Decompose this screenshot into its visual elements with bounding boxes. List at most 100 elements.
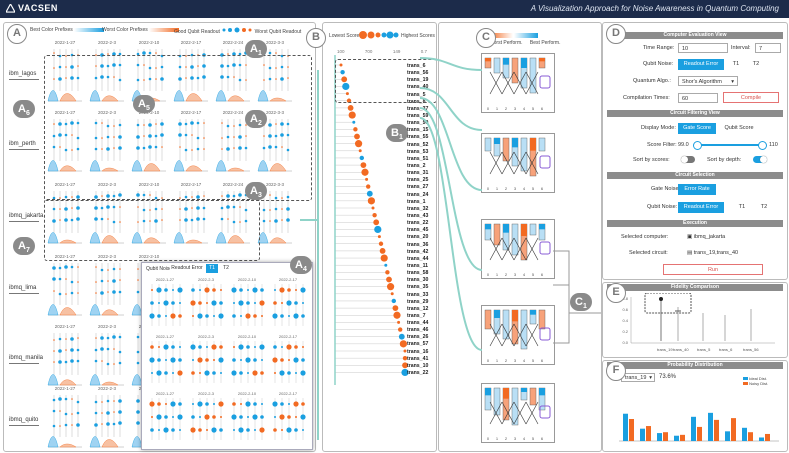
circuit-item[interactable]: trans_29: [407, 298, 429, 305]
circuit-item[interactable]: trans_22: [407, 220, 429, 227]
computer-name[interactable]: ibmq_lima: [9, 285, 37, 291]
popup-readout-error-button[interactable]: Readout Error: [170, 264, 204, 273]
t1b-button[interactable]: T1: [733, 202, 751, 213]
popup-snapshot[interactable]: 2022-2-17: [269, 334, 307, 388]
popup-t2-button[interactable]: T2: [220, 264, 232, 273]
t1-button[interactable]: T1: [727, 59, 745, 70]
circuit-item[interactable]: trans_35: [407, 284, 429, 291]
circuit-item[interactable]: trans_16: [407, 348, 429, 355]
circuit-item[interactable]: trans_52: [407, 141, 429, 148]
circuit-item[interactable]: trans_45: [407, 227, 429, 234]
circuit-item[interactable]: trans_40: [407, 84, 429, 91]
computer-name[interactable]: ibmq_manila: [9, 355, 44, 361]
t2-button[interactable]: T2: [747, 59, 765, 70]
popup-snapshot[interactable]: 2022-1-27: [146, 277, 184, 331]
timeline-snapshot[interactable]: 2022-2-17: [172, 182, 210, 249]
timeline-snapshot[interactable]: 2022-1-27: [46, 254, 84, 321]
popup-snapshot[interactable]: 2022-2-3: [187, 277, 225, 331]
popup-t1-button[interactable]: T1: [206, 264, 218, 273]
circuit-item[interactable]: trans_7: [407, 312, 426, 319]
popup-snapshot[interactable]: 2022-1-27: [146, 334, 184, 388]
circuit-item[interactable]: trans_41: [407, 355, 429, 362]
computer-name[interactable]: ibm_perth: [9, 141, 36, 147]
timeline-snapshot[interactable]: 2022-1-27: [46, 40, 84, 107]
popup-snapshot[interactable]: 2022-1-27: [146, 391, 184, 445]
circuit-item[interactable]: trans_42: [407, 248, 429, 255]
popup-snapshot[interactable]: 2022-2-10: [228, 277, 266, 331]
score-filter-handle-max[interactable]: [758, 141, 767, 150]
circuit-item[interactable]: trans_44: [407, 255, 429, 262]
timeline-snapshot[interactable]: 2022-3-3: [256, 40, 294, 107]
circuit-select[interactable]: trans_19▾: [621, 373, 655, 382]
timeline-snapshot[interactable]: 2022-2-3: [88, 324, 126, 391]
circuit-item[interactable]: trans_8: [407, 98, 426, 105]
circuit-item[interactable]: trans_10: [407, 362, 429, 369]
timeline-snapshot[interactable]: 2022-3-3: [256, 182, 294, 249]
circuit-item[interactable]: trans_33: [407, 291, 429, 298]
circuit-item[interactable]: trans_19: [407, 77, 429, 84]
circuit-item[interactable]: trans_32: [407, 205, 429, 212]
timeline-snapshot[interactable]: 2022-2-3: [88, 386, 126, 451]
circuit-item[interactable]: trans_31: [407, 170, 429, 177]
circuit-item[interactable]: trans_22: [407, 370, 429, 377]
timeline-snapshot[interactable]: 2022-2-3: [88, 110, 126, 177]
readout-error-button[interactable]: Readout Error: [678, 59, 724, 70]
popup-snapshot[interactable]: 2022-2-10: [228, 391, 266, 445]
popup-snapshot[interactable]: 2022-2-3: [187, 391, 225, 445]
run-button[interactable]: Run: [663, 264, 763, 275]
popup-snapshot[interactable]: 2022-2-17: [269, 277, 307, 331]
circuit-item[interactable]: trans_15: [407, 127, 429, 134]
timeline-snapshot[interactable]: 2022-3-3: [256, 110, 294, 177]
quantum-algo-select[interactable]: Shor's Algorithm▾: [678, 76, 738, 86]
circuit-item[interactable]: trans_36: [407, 241, 429, 248]
timeline-snapshot[interactable]: 2022-1-27: [46, 386, 84, 451]
computer-name[interactable]: ibmq_quito: [9, 417, 39, 423]
circuit-item[interactable]: trans_44: [407, 320, 429, 327]
score-filter-slider[interactable]: [696, 144, 762, 146]
gate-score-button[interactable]: Gate Score: [678, 123, 716, 134]
popup-snapshot[interactable]: 2022-2-10: [228, 334, 266, 388]
timeline-snapshot[interactable]: 2022-1-27: [46, 182, 84, 249]
sort-by-scores-toggle[interactable]: [681, 156, 695, 163]
circuit-item[interactable]: trans_25: [407, 177, 429, 184]
readout-error2-button[interactable]: Readout Error: [678, 202, 724, 213]
circuit-item[interactable]: trans_12: [407, 305, 429, 312]
sort-by-depth-toggle[interactable]: [753, 156, 767, 163]
circuit-item[interactable]: trans_51: [407, 155, 429, 162]
circuit-item[interactable]: trans_55: [407, 134, 429, 141]
circuit-item[interactable]: trans_30: [407, 277, 429, 284]
circuit-item[interactable]: trans_57: [407, 341, 429, 348]
circuit-item[interactable]: trans_2: [407, 162, 426, 169]
circuit-item[interactable]: trans_53: [407, 148, 429, 155]
compilation-times-input[interactable]: 60: [678, 93, 718, 103]
circuit-item[interactable]: trans_56: [407, 70, 429, 77]
timeline-snapshot[interactable]: 2022-2-10: [130, 182, 168, 249]
timeline-snapshot[interactable]: 2022-2-24: [214, 182, 252, 249]
timeline-snapshot[interactable]: 2022-2-3: [88, 254, 126, 321]
popup-snapshot[interactable]: 2022-2-3: [187, 334, 225, 388]
timeline-snapshot[interactable]: 2022-1-27: [46, 324, 84, 391]
timeline-snapshot[interactable]: 2022-2-17: [172, 110, 210, 177]
circuit-item[interactable]: trans_6: [407, 63, 426, 69]
qubit-score-button[interactable]: Qubit Score: [719, 123, 759, 134]
circuit-item[interactable]: trans_26: [407, 334, 429, 341]
circuit-item[interactable]: trans_5: [407, 91, 426, 98]
timeline-snapshot[interactable]: 2022-1-27: [46, 110, 84, 177]
score-filter-handle-min[interactable]: [693, 141, 702, 150]
popup-snapshot[interactable]: 2022-2-17: [269, 391, 307, 445]
timeline-snapshot[interactable]: 2022-2-3: [88, 182, 126, 249]
error-rate-button[interactable]: Error Rate: [678, 184, 716, 195]
circuit-item[interactable]: trans_50: [407, 120, 429, 127]
circuit-item[interactable]: trans_27: [407, 184, 429, 191]
circuit-item[interactable]: trans_11: [407, 262, 429, 269]
circuit-item[interactable]: trans_24: [407, 191, 429, 198]
circuit-item[interactable]: trans_37: [407, 105, 429, 112]
circuit-item[interactable]: trans_58: [407, 270, 429, 277]
circuit-item[interactable]: trans_20: [407, 234, 429, 241]
circuit-item[interactable]: trans_46: [407, 327, 429, 334]
